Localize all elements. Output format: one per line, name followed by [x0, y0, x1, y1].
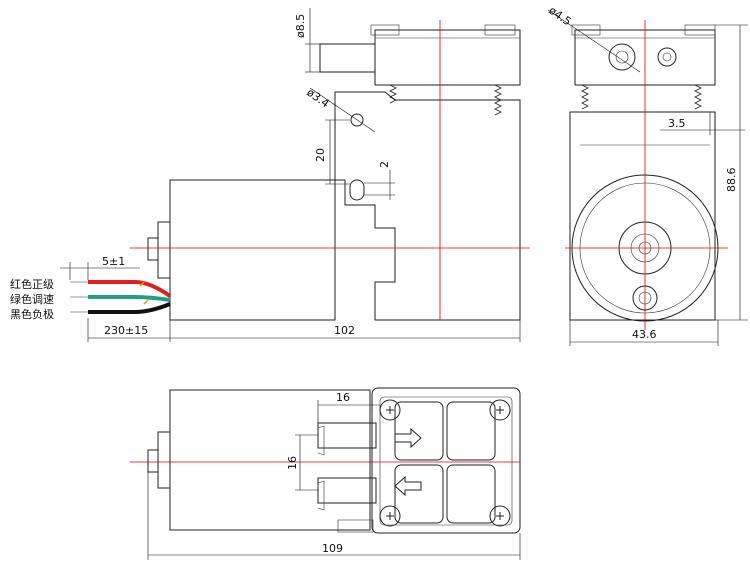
shaft-stub — [147, 237, 159, 261]
dim-side-offset: 3.5 — [668, 117, 686, 130]
label-green-wire: 绿色调速 — [10, 292, 54, 306]
top-pump-head — [371, 387, 521, 534]
dim-hole-diameter: ø3.4 — [304, 86, 331, 111]
side-port-right — [657, 47, 677, 67]
dim-overall-height: 88.6 — [725, 168, 738, 193]
mount-slot — [349, 179, 365, 201]
dim-inlet-diameter: ø8.5 — [294, 14, 307, 38]
front-view: 红色正级 绿色调速 黑色负极 5±1 230±15 102 ø8.5 ø3.4 … — [10, 8, 530, 342]
dim-overall-width: 43.6 — [632, 328, 657, 341]
label-red-wire: 红色正级 — [10, 277, 54, 291]
dim-port-spacing: 16 — [286, 456, 299, 470]
end-cap — [157, 221, 171, 279]
dim-wire-length: 230±15 — [104, 324, 148, 337]
dim-port-length: 16 — [336, 391, 350, 404]
dim-total-length: 109 — [322, 542, 343, 555]
mount-bracket — [334, 91, 521, 321]
mount-hole — [350, 113, 364, 127]
dim-wire-strip: 5±1 — [102, 255, 125, 268]
flow-out-arrow-icon — [394, 427, 422, 449]
label-black-wire: 黑色负极 — [10, 307, 54, 321]
inlet-nozzle — [319, 43, 376, 73]
top-port-upper — [317, 422, 377, 449]
spring-right — [494, 84, 502, 116]
top-view: 16 16 109 — [130, 387, 521, 560]
dim-mount-height: 20 — [314, 148, 327, 162]
motor-body — [169, 179, 336, 321]
side-view: ø4.5 3.5 88.6 43.6 — [546, 4, 748, 346]
side-port-left — [608, 43, 636, 71]
black-wire — [88, 302, 171, 314]
top-port-lower — [317, 477, 377, 504]
side-bracket — [569, 111, 716, 321]
dim-slot-width: 2 — [378, 161, 391, 168]
top-motor-body — [169, 389, 371, 531]
red-wire — [88, 280, 172, 298]
spring-left — [389, 84, 397, 104]
green-wire — [88, 295, 171, 302]
dim-body-length: 102 — [334, 324, 355, 337]
flow-in-arrow-icon — [394, 475, 422, 497]
